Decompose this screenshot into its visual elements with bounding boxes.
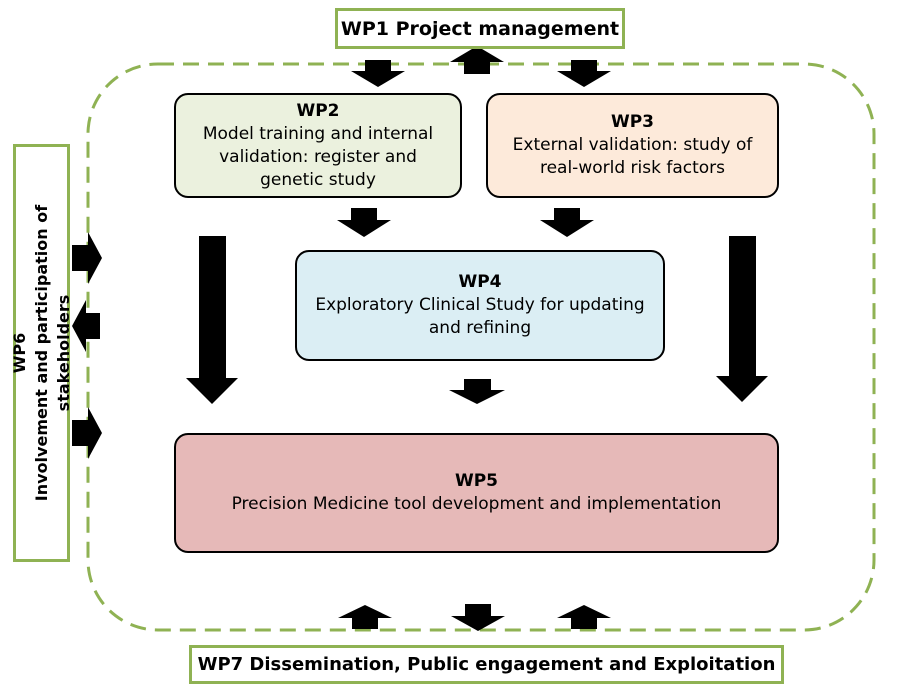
wp7-label: WP7 Dissemination, Public engagement and…: [197, 654, 776, 675]
arrow-down-to-wp7: [451, 604, 505, 631]
wp6-label: Involvement and participation of stakeho…: [31, 204, 73, 502]
wp1-label: WP1 Project management: [340, 17, 620, 40]
arrow-down-wp3-to-wp4: [540, 208, 594, 237]
wp2-line-1: Model training and internal: [202, 123, 434, 144]
arrow-right-wp6-2: [72, 407, 102, 459]
wp2-line-3: genetic study: [260, 169, 376, 190]
dashed-frame: [86, 62, 876, 632]
arrow-up-to-wp1: [450, 46, 504, 74]
wp7-box: WP7 Dissemination, Public engagement and…: [189, 645, 784, 684]
wp1-box: WP1 Project management: [335, 8, 625, 49]
wp3-line-2: real-world risk factors: [539, 158, 726, 178]
wp4-line-2: and refining: [428, 318, 532, 338]
wp2-box: WP2 Model training and internal validati…: [174, 93, 462, 198]
wp3-title: WP3: [610, 112, 655, 132]
wp2-line-2: validation: register and: [219, 146, 417, 167]
arrow-up-to-wp5-right: [557, 605, 611, 629]
wp3-box: WP3 External validation: study of real-w…: [486, 93, 779, 198]
wp3-line-1: External validation: study of: [512, 135, 753, 155]
arrow-up-to-wp5-left: [338, 605, 392, 629]
arrow-down-wp1-to-wp3: [557, 60, 611, 87]
wp5-box: WP5 Precision Medicine tool development …: [174, 433, 779, 553]
arrow-left-wp6: [72, 300, 100, 352]
wp5-title: WP5: [454, 471, 499, 491]
arrow-down-wp4-to-wp5: [449, 379, 505, 404]
arrow-right-wp6-1: [72, 232, 102, 284]
wp6-text: WP6 Involvement and participation of sta…: [9, 148, 75, 558]
wp4-title: WP4: [458, 272, 502, 292]
wp6-title: WP6: [9, 332, 29, 374]
arrow-down-wp2-to-wp4: [337, 208, 391, 237]
wp4-line-1: Exploratory Clinical Study for updating: [315, 295, 645, 315]
wp2-title: WP2: [296, 100, 340, 121]
arrow-down-wp3-to-wp5: [716, 236, 768, 402]
arrow-down-wp1-to-wp2: [351, 60, 405, 87]
wp4-box: WP4 Exploratory Clinical Study for updat…: [295, 250, 665, 361]
arrow-down-wp2-to-wp5: [186, 236, 238, 404]
wp5-line-1: Precision Medicine tool development and …: [231, 494, 722, 514]
wp6-box: WP6 Involvement and participation of sta…: [10, 144, 73, 562]
